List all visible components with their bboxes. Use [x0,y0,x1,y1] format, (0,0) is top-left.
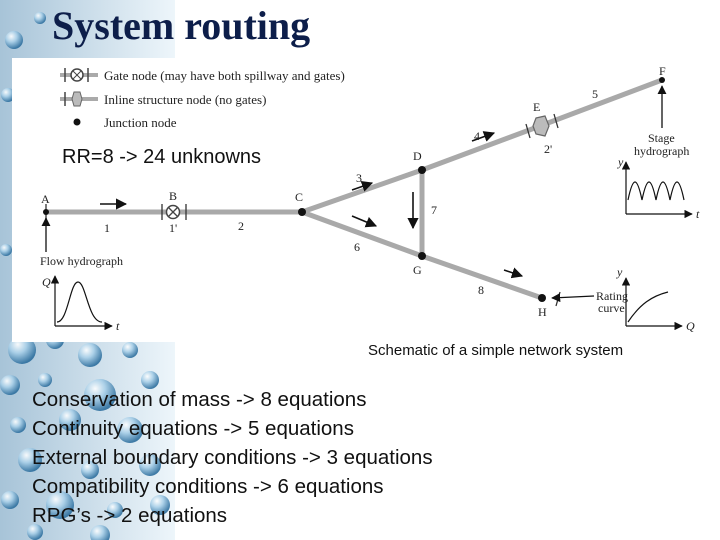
node-label-c: C [295,190,303,204]
equation-item-boundary: External boundary conditions -> 3 equati… [32,446,433,469]
reach-label-6: 6 [354,240,360,254]
node-label-f: F [659,64,666,78]
reach-label-1: 1 [104,221,110,235]
gate-node-b [165,204,181,220]
boundary-node-f [659,77,665,83]
equation-item-compatibility: Compatibility conditions -> 6 equations [32,475,384,498]
rating-curve-label-line1: Rating [596,289,628,303]
legend: Gate node (may have both spillway and ga… [60,68,345,130]
reach-label-3: 3 [356,171,362,185]
inline-node-legend-icon [60,91,98,107]
equation-item-continuity: Continuity equations -> 5 equations [32,417,354,440]
reach-3 [299,167,425,215]
stage-hydrograph-inset: Stage hydrograph y t [617,85,700,221]
reach-label-2: 2 [238,219,244,233]
diagram-panel [12,58,720,342]
reach-5 [537,77,665,129]
junction-node-legend-icon [73,118,81,126]
junction-node-c [298,208,306,216]
reach-label-2-prime: 2' [544,142,552,156]
rating-curve-y-axis: y [616,265,623,279]
stage-hydrograph-y-axis: y [617,155,624,169]
gate-node-legend-icon [60,68,98,82]
reach-label-8: 8 [478,283,484,297]
flow-hydrograph-t-axis: t [116,319,120,333]
flow-hydrograph-inset: Flow hydrograph Q t [40,217,123,333]
node-label-d: D [413,149,422,163]
equation-list: Conservation of mass -> 8 equations Cont… [32,385,433,530]
equation-item-mass: Conservation of mass -> 8 equations [32,388,367,411]
node-label-h: H [538,305,547,319]
node-label-g: G [413,263,422,277]
diagram-caption: Schematic of a simple network system [368,342,624,359]
junction-node-g [418,252,426,260]
stage-hydrograph-t-axis: t [696,207,700,221]
rating-curve-inset: Rating curve y Q [551,265,695,333]
node-label-b: B [169,189,177,203]
reach-label-4: 4 [474,129,480,143]
boundary-node-a [43,209,49,215]
page-title: System routing [52,3,311,48]
gate-node-legend-label: Gate node (may have both spillway and ga… [104,68,345,83]
reach-label-5: 5 [592,87,598,101]
inline-node-legend-label: Inline structure node (no gates) [104,92,266,107]
reach-label-1-prime: 1' [169,221,177,235]
node-label-a: A [41,192,50,206]
junction-node-legend-label: Junction node [104,115,177,130]
stage-hydrograph-label-line1: Stage [648,131,675,145]
junction-nodes [43,77,665,302]
reach-label-7: 7 [431,203,437,217]
equation-item-rpg: RPG’s -> 2 equations [32,504,228,527]
flow-arrows [100,131,524,279]
inline-structure-node-e [532,115,550,137]
flow-hydrograph-label: Flow hydrograph [40,254,123,268]
reach-6 [299,209,425,259]
reach-8 [419,253,545,301]
unknowns-note: RR=8 -> 24 unknowns [62,146,262,168]
stage-hydrograph-label-line2: hydrograph [634,144,689,158]
rating-curve-q-axis: Q [686,319,695,333]
reach-4 [419,123,543,173]
junction-node-d [418,166,426,174]
node-label-e: E [533,100,540,114]
rating-curve-label-line2: curve [598,301,625,315]
flow-hydrograph-q-axis: Q [42,275,51,289]
boundary-node-h [538,294,546,302]
